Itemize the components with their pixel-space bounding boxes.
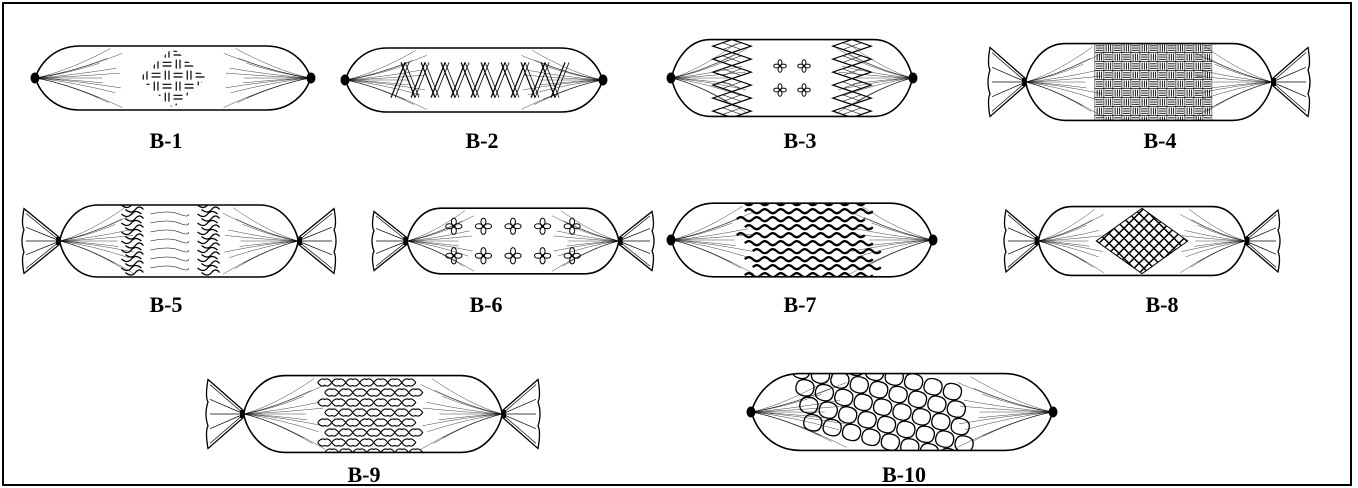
end-knot	[667, 235, 676, 246]
flower-center	[779, 89, 781, 91]
fan-tie	[403, 237, 407, 245]
end-knot	[341, 75, 350, 86]
flower-center	[803, 65, 805, 67]
flower-center	[512, 225, 514, 227]
design-label-b3: B-3	[784, 130, 817, 152]
bolster-design-b2	[338, 40, 610, 120]
bolster-design-b3	[664, 30, 920, 126]
fan-tie	[619, 237, 623, 245]
fan-tie	[1035, 237, 1039, 245]
bolster-design-b7	[664, 194, 940, 286]
design-label-b10: B-10	[882, 464, 926, 486]
flower-center	[541, 255, 543, 257]
end-fan	[372, 211, 407, 270]
bolster-design-b9	[208, 366, 538, 462]
end-fan	[1272, 47, 1310, 116]
flower-center	[541, 225, 543, 227]
end-knot	[929, 235, 938, 246]
bolster-b3-drawing	[664, 30, 920, 126]
bolster-design-b10	[744, 364, 1060, 460]
end-fan	[1004, 210, 1039, 272]
design-label-b6: B-6	[470, 294, 503, 316]
fan-tie	[56, 237, 60, 245]
end-fan	[298, 209, 336, 274]
flower-center	[453, 255, 455, 257]
flower-center	[482, 255, 484, 257]
end-knot	[31, 73, 40, 84]
fan-tie	[1272, 78, 1276, 86]
fan-tie	[1022, 78, 1026, 86]
flower-center	[571, 225, 573, 227]
flower-center	[512, 255, 514, 257]
design-label-b5: B-5	[150, 294, 183, 316]
flower-center	[779, 65, 781, 67]
bolster-b4-drawing	[990, 34, 1308, 130]
end-knot	[667, 73, 676, 84]
design-label-b1: B-1	[150, 130, 183, 152]
end-fan	[619, 211, 654, 270]
bolster-b8-drawing	[1006, 198, 1278, 284]
design-label-b7: B-7	[784, 294, 817, 316]
fan-tie	[298, 237, 302, 245]
bolster-design-b5	[24, 196, 334, 286]
bolster-b2-drawing	[338, 40, 610, 120]
end-fan	[206, 379, 244, 448]
design-label-b4: B-4	[1144, 130, 1177, 152]
flower-center	[803, 89, 805, 91]
end-fan	[1245, 210, 1280, 272]
flower-center	[453, 225, 455, 227]
design-label-b2: B-2	[466, 130, 499, 152]
bolster-design-b1	[28, 38, 318, 118]
flower-center	[482, 225, 484, 227]
end-knot	[747, 407, 756, 418]
bolster-design-b4	[990, 34, 1308, 130]
bolster-b7-drawing	[664, 194, 940, 286]
bolster-b10-drawing	[744, 364, 1060, 460]
fan-tie	[502, 410, 506, 418]
end-fan	[988, 47, 1026, 116]
design-label-b8: B-8	[1146, 294, 1179, 316]
end-knot	[307, 73, 316, 84]
fan-tie	[1245, 237, 1249, 245]
end-knot	[909, 73, 918, 84]
end-knot	[599, 75, 608, 86]
flower-center	[571, 255, 573, 257]
bolster-b1-drawing	[28, 38, 318, 118]
bolster-design-b6	[374, 200, 652, 282]
bolster-design-b8	[1006, 198, 1278, 284]
end-fan	[22, 209, 60, 274]
fan-tie	[240, 410, 244, 418]
end-knot	[1049, 407, 1058, 418]
bolster-b9-drawing	[208, 366, 538, 462]
bolster-b6-drawing	[374, 200, 652, 282]
design-label-b9: B-9	[348, 464, 381, 486]
end-fan	[502, 379, 540, 448]
bolster-b5-drawing	[24, 196, 334, 286]
